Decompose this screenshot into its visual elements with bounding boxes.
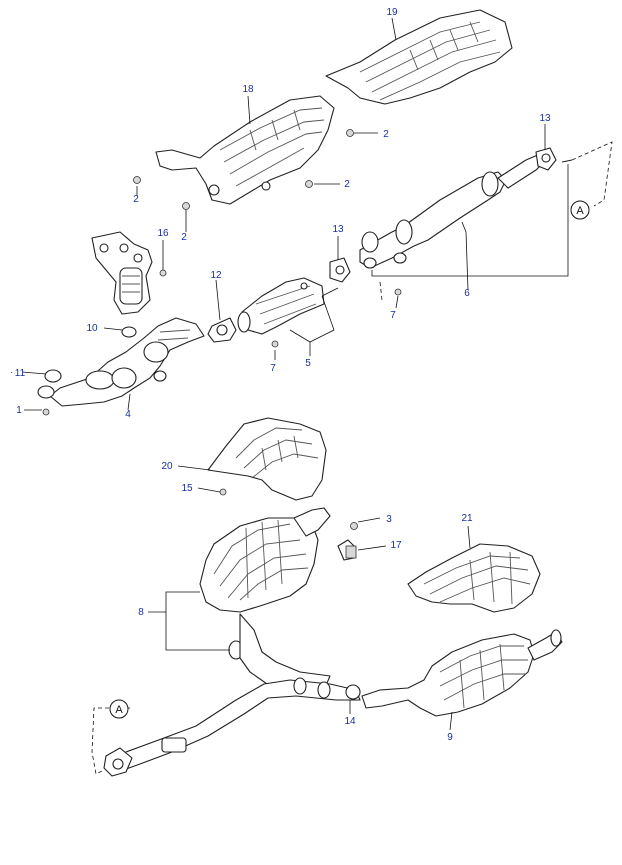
label-16: 16 — [157, 228, 169, 239]
rear-muffler-9 — [361, 629, 563, 717]
label-2: 2 — [383, 129, 389, 140]
hanger-17 — [337, 539, 357, 561]
label-12: 12 — [210, 270, 222, 281]
label-2: 2 — [133, 194, 139, 205]
label-3: 3 — [386, 514, 392, 525]
main-pipe — [103, 677, 361, 777]
label-2: 2 — [181, 232, 187, 243]
label-8: 8 — [138, 607, 144, 618]
muffler-8 — [199, 507, 331, 691]
leader-lines — [21, 17, 546, 775]
label-6: 6 — [464, 288, 470, 299]
label-5: 5 — [305, 358, 311, 369]
stud-16 — [159, 269, 167, 277]
heat-protector-19 — [325, 9, 513, 105]
label-17: 17 — [390, 540, 402, 551]
heat-protector-21 — [407, 543, 541, 613]
gasket-13-lower — [329, 257, 351, 283]
label-1: 1 — [16, 405, 22, 416]
part-labels: 19 18 2 2 2 2 13 13 16 12 6 7 10 5 7 11 … — [15, 7, 551, 743]
label-7: 7 — [270, 363, 276, 374]
label-9: 9 — [447, 732, 453, 743]
label-15: 15 — [181, 483, 193, 494]
gasket-10 — [121, 326, 137, 338]
catalytic-converter-5 — [237, 277, 339, 335]
label-20: 20 — [161, 461, 173, 472]
heat-protector-20 — [207, 417, 327, 501]
heat-protector-18 — [155, 95, 335, 205]
nut-1 — [42, 408, 50, 416]
gasket-14 — [345, 684, 361, 700]
svg-text:A: A — [115, 704, 123, 716]
label-11-dot: · — [10, 367, 13, 378]
nut-7-left — [271, 340, 279, 348]
nut-15 — [219, 488, 227, 496]
nut-7-right — [394, 288, 402, 296]
label-2: 2 — [344, 179, 350, 190]
label-7: 7 — [390, 310, 396, 321]
label-13: 13 — [332, 224, 344, 235]
label-14: 14 — [344, 716, 356, 727]
exhaust-manifold — [91, 231, 153, 315]
gasket-11 — [44, 369, 62, 383]
gasket-13-upper — [535, 147, 573, 171]
label-13: 13 — [539, 113, 551, 124]
nut-3 — [350, 522, 358, 530]
center-pipe-6 — [359, 153, 547, 269]
label-18: 18 — [242, 84, 254, 95]
label-19: 19 — [386, 7, 398, 18]
front-pipe-4 — [37, 317, 205, 407]
label-11: 11 — [15, 368, 26, 379]
nut-2-group — [133, 129, 354, 210]
callout-a-top: A — [570, 200, 590, 220]
svg-text:A: A — [576, 205, 584, 217]
label-21: 21 — [461, 513, 473, 524]
gasket-12 — [207, 317, 237, 343]
label-10: 10 — [86, 323, 98, 334]
label-4: 4 — [125, 409, 131, 420]
callout-a-bottom: A — [109, 699, 129, 719]
